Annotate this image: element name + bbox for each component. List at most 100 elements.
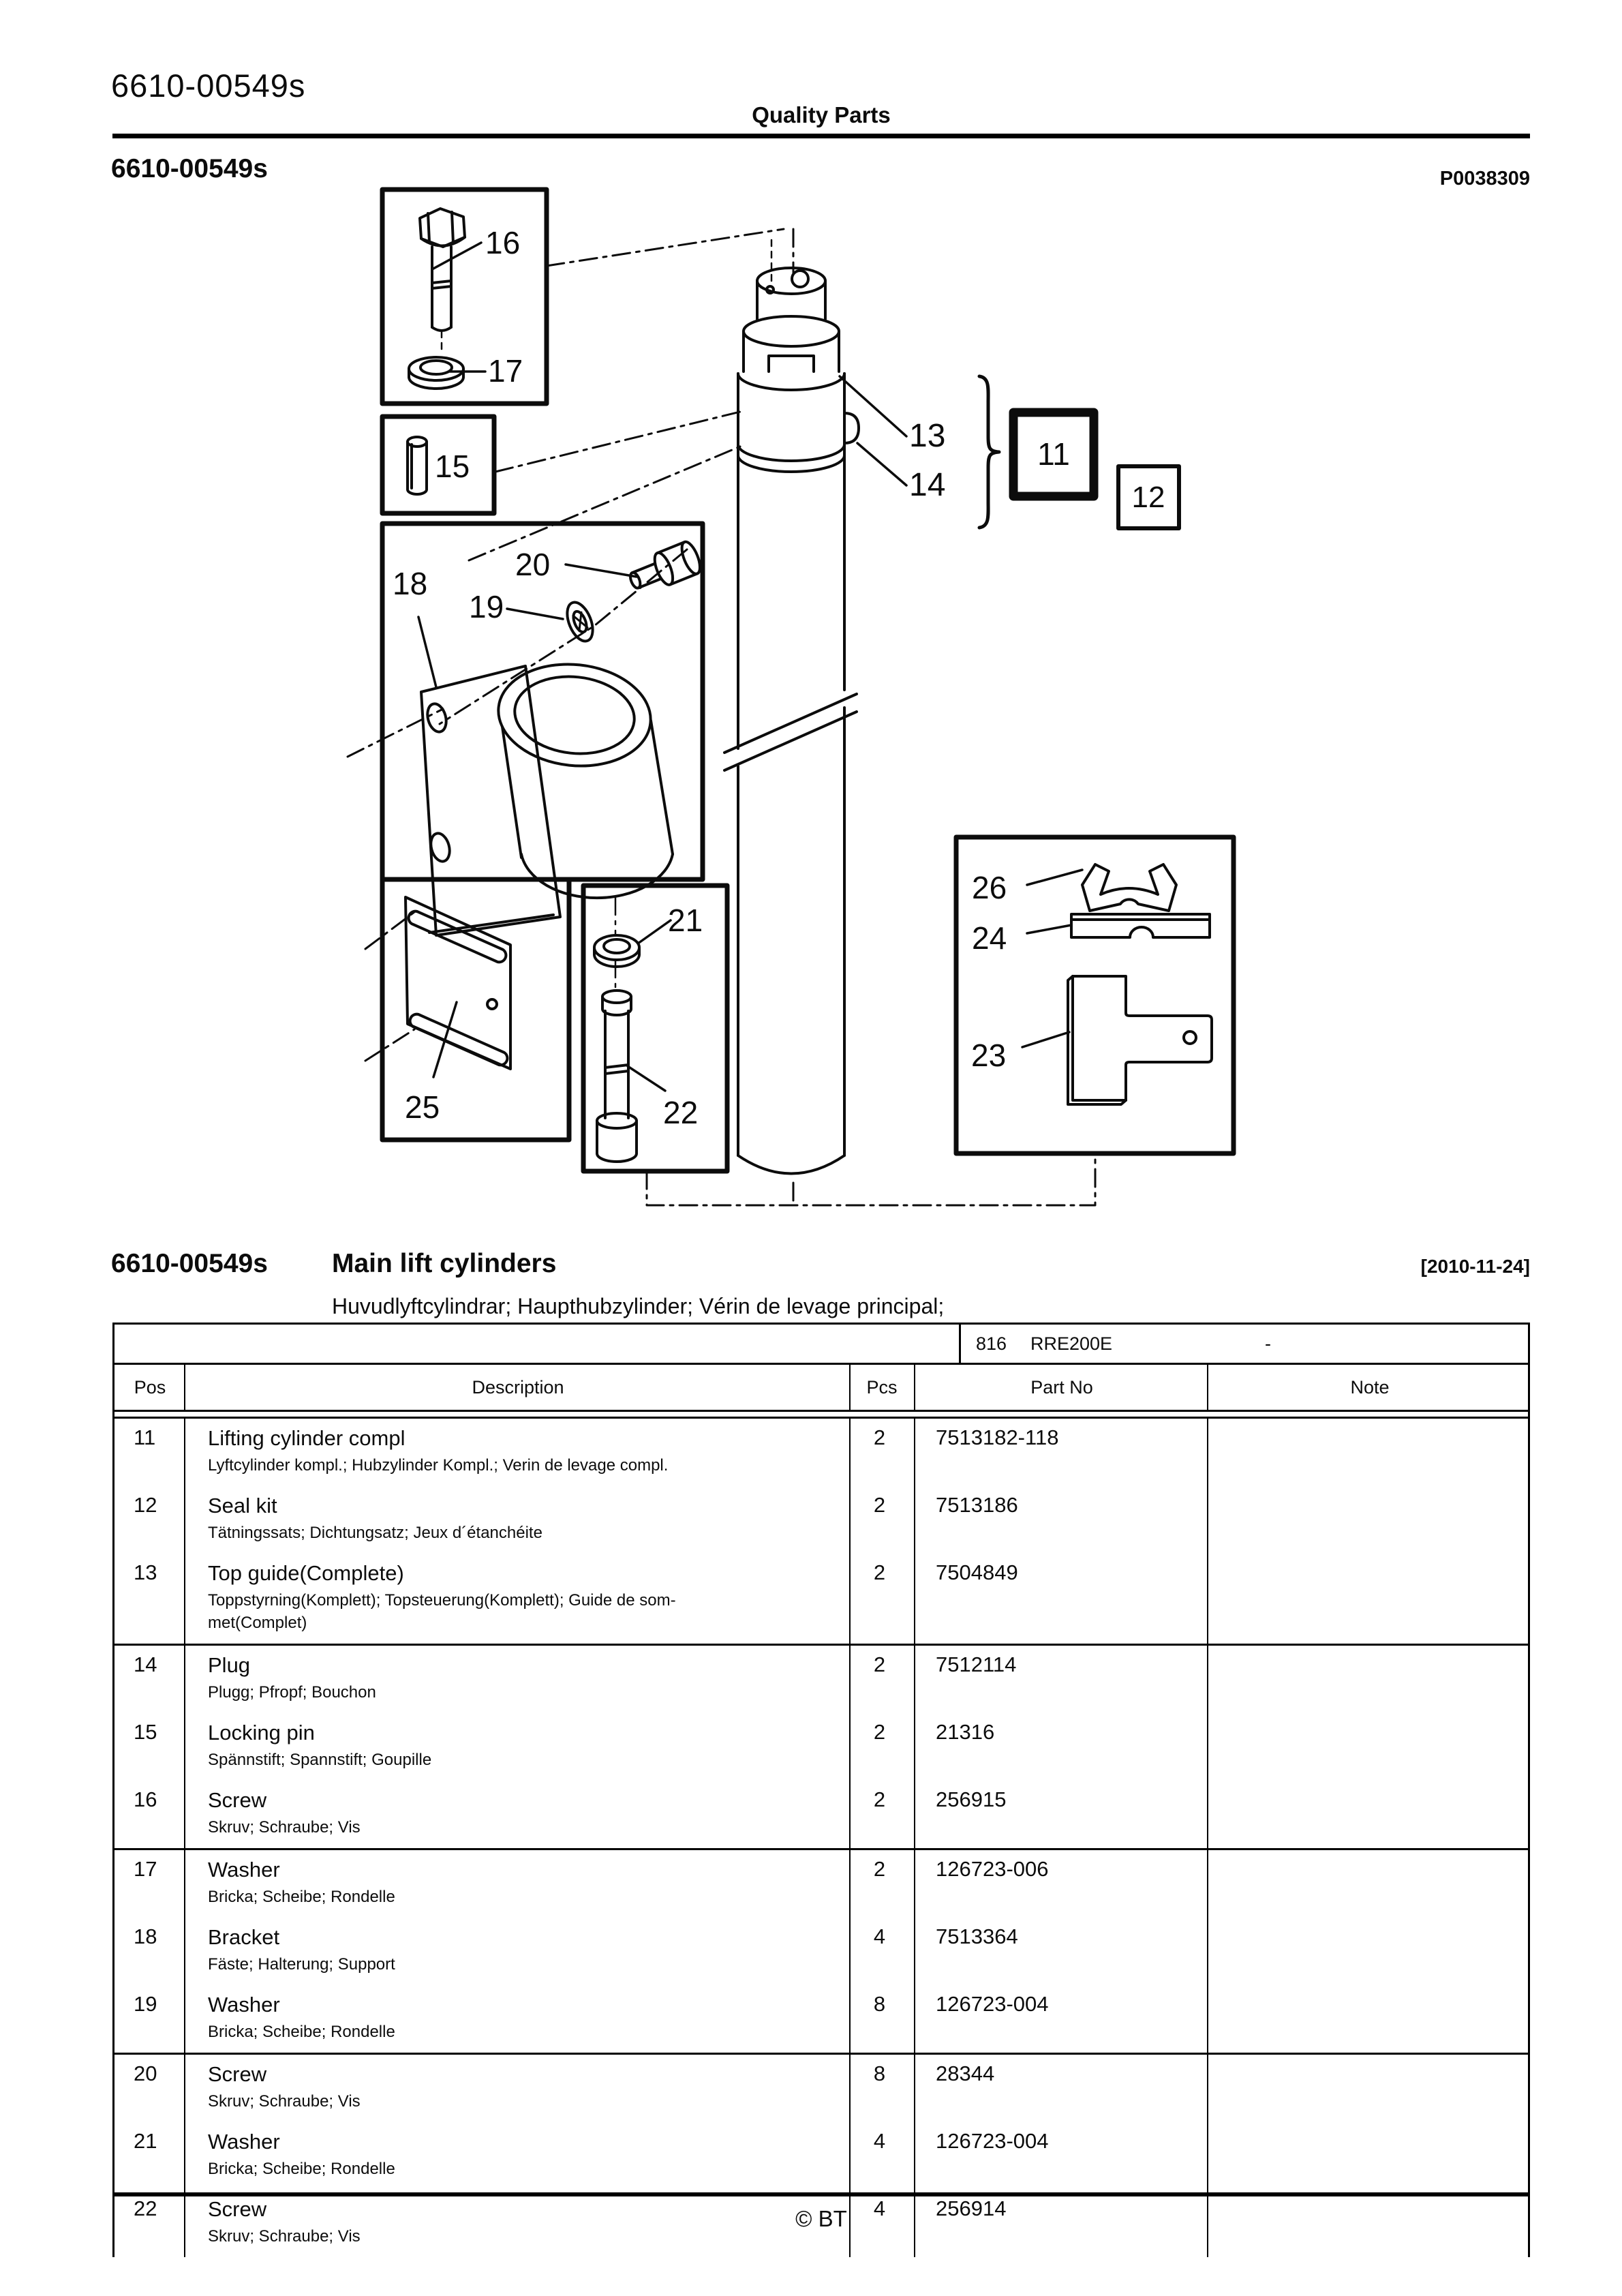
column-line (184, 1365, 185, 1410)
row-pos: 13 (134, 1560, 157, 1584)
column-line (1207, 1419, 1208, 2257)
table-row: 14 Plug Plugg; Pfropf; Bouchon 2 7512114 (114, 1646, 1528, 1713)
row-pos: 20 (134, 2061, 157, 2085)
row-pcs: 2 (873, 1720, 886, 1744)
callout-box-15 (380, 414, 497, 516)
row-description-primary: Washer (208, 2130, 280, 2154)
row-partno: 256915 (936, 1787, 1007, 1811)
row-description-primary: Screw (208, 2197, 267, 2221)
row-pcs: 2 (873, 1652, 886, 1676)
col-header-pos: Pos (134, 1377, 166, 1398)
bolt-16 (418, 207, 466, 356)
callout-box-21-22 (581, 883, 730, 1174)
model-name: RRE200E (1030, 1333, 1113, 1354)
group-separator (114, 2053, 1528, 2055)
row-pcs: 4 (873, 2196, 886, 2220)
plate-25 (404, 896, 512, 1070)
group-separator (114, 1848, 1528, 1850)
footer-copyright: © BT (795, 2206, 847, 2231)
table-row: 13 Top guide(Complete) Toppstyrning(Komp… (114, 1554, 1528, 1644)
callout-box-25 (380, 877, 572, 1143)
row-description: Washer Bricka; Scheibe; Rondelle (184, 1992, 847, 2043)
row-pos: 14 (134, 1652, 157, 1676)
col-header-description: Description (472, 1377, 564, 1398)
row-partno: 28344 (936, 2061, 995, 2085)
document-number: 6610-00549s (111, 67, 306, 104)
page-header-title: Quality Parts (752, 102, 891, 127)
row-description-primary: Washer (208, 1993, 280, 2016)
row-pos: 22 (134, 2196, 157, 2220)
row-pos: 17 (134, 1857, 157, 1881)
row-description-primary: Plug (208, 1653, 251, 1677)
col-header-pcs: Pcs (866, 1377, 898, 1398)
row-note (1205, 2129, 1527, 2180)
row-description-translations: Fäste; Halterung; Support (208, 1955, 395, 1974)
header-rule (112, 134, 1530, 138)
label-17: 17 (488, 353, 523, 389)
row-note (1205, 2061, 1527, 2113)
callout-box-23-24-26 (953, 834, 1236, 1156)
row-pcs: 2 (873, 1787, 886, 1811)
table-row: 16 Screw Skruv; Schraube; Vis 2 256915 (114, 1781, 1528, 1848)
figure-code: 6610-00549s (111, 154, 268, 183)
table-row: 11 Lifting cylinder compl Lyftcylinder k… (114, 1419, 1528, 1486)
section-code: 6610-00549s (111, 1249, 268, 1278)
row-pos: 16 (134, 1787, 157, 1811)
row-description: Washer Bricka; Scheibe; Rondelle (184, 1857, 847, 1908)
model-header-row: 816 RRE200E - (112, 1323, 1530, 1365)
model-header-divider (959, 1325, 961, 1363)
row-partno: 21316 (936, 1720, 995, 1744)
table-row: 19 Washer Bricka; Scheibe; Rondelle 8 12… (114, 1985, 1528, 2053)
image-reference: P0038309 (1439, 168, 1530, 190)
label-11: 11 (1037, 436, 1070, 472)
row-description-primary: Screw (208, 1788, 267, 1812)
label-16: 16 (485, 225, 520, 260)
model-note: - (1265, 1333, 1271, 1354)
row-pos: 11 (134, 1425, 156, 1449)
ref-box-12 (1116, 464, 1181, 530)
label-21: 21 (668, 903, 703, 938)
row-description-primary: Washer (208, 1858, 280, 1882)
row-description-translations: Bricka; Scheibe; Rondelle (208, 2160, 395, 2178)
row-description: Bracket Fäste; Halterung; Support (184, 1924, 847, 1976)
table-row: 18 Bracket Fäste; Halterung; Support 4 7… (114, 1918, 1528, 1985)
row-partno: 126723-006 (936, 1857, 1049, 1881)
bracket-18 (420, 663, 674, 937)
row-description: Screw Skruv; Schraube; Vis (184, 1787, 847, 1839)
table-row: 20 Screw Skruv; Schraube; Vis 8 28344 (114, 2055, 1528, 2122)
row-note (1205, 1720, 1527, 1771)
row-description-translations: Skruv; Schraube; Vis (208, 2092, 361, 2111)
label-14: 14 (909, 467, 945, 503)
brace-13-14 (977, 374, 1001, 530)
row-description-translations: Plugg; Pfropf; Bouchon (208, 1683, 376, 1702)
row-partno: 126723-004 (936, 2129, 1049, 2153)
callout-box-16-17 (380, 187, 549, 406)
label-13: 13 (909, 418, 945, 454)
row-note (1205, 1493, 1527, 1544)
row-pcs: 4 (873, 1924, 886, 1948)
row-note (1205, 1787, 1527, 1839)
construction-lines (346, 228, 1097, 1207)
label-22: 22 (663, 1095, 698, 1130)
row-pcs: 4 (873, 2129, 886, 2153)
screw-20 (629, 540, 701, 590)
table-row: 12 Seal kit Tätningssats; Dichtungsatz; … (114, 1486, 1528, 1554)
label-15: 15 (435, 449, 470, 484)
leader-lines (417, 241, 1084, 1092)
row-description-primary: Top guide(Complete) (208, 1561, 404, 1585)
label-20: 20 (515, 547, 550, 582)
row-description-translations: Skruv; Schraube; Vis (208, 2227, 361, 2246)
plate-23 (1067, 975, 1213, 1106)
col-header-note: Note (1350, 1377, 1390, 1398)
row-description-translations: Lyftcylinder kompl.; Hubzylinder Kompl.;… (208, 1456, 669, 1475)
column-line (1207, 1365, 1208, 1410)
row-note (1205, 1992, 1527, 2043)
row-description: Washer Bricka; Scheibe; Rondelle (184, 2129, 847, 2180)
row-note (1205, 1425, 1527, 1477)
row-note (1205, 1924, 1527, 1976)
column-line (184, 1419, 185, 2257)
col-header-partno: Part No (1030, 1377, 1093, 1398)
row-pos: 19 (134, 1992, 157, 2016)
label-24: 24 (972, 920, 1007, 956)
row-description-translations: Toppstyrning(Komplett); Topsteuerung(Kom… (208, 1591, 676, 1632)
